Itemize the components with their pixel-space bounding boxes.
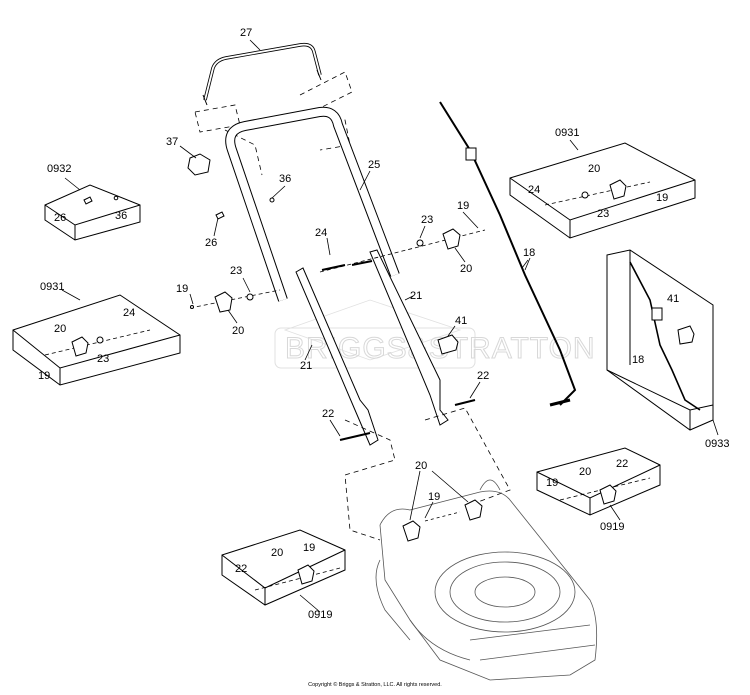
knob-assembly-left (189, 289, 281, 313)
lower-handle-left (295, 267, 379, 446)
label-20-0919-left: 20 (271, 547, 283, 559)
label-21-left: 21 (300, 360, 312, 372)
knob-assembly-right (319, 228, 486, 273)
label-0931-right: 0931 (555, 127, 579, 139)
label-23-0931-right: 23 (597, 208, 609, 220)
label-0933: 0933 (705, 438, 729, 450)
label-20-0931-left: 20 (54, 323, 66, 335)
control-cable (439, 101, 577, 407)
label-22-0919-left: 22 (235, 563, 247, 575)
label-24-0931-right: 24 (528, 184, 540, 196)
label-18: 18 (523, 247, 535, 259)
bolt-22-left (339, 432, 371, 441)
label-19: 19 (176, 283, 188, 295)
label-23-0931-left: 23 (97, 353, 109, 365)
callout-box-0933 (606, 249, 714, 431)
label-26-0932: 26 (54, 212, 66, 224)
main-handle-frame (225, 106, 400, 302)
label-0931-left: 0931 (40, 281, 64, 293)
dashed-outline-deck-right (424, 407, 511, 506)
label-21-right: 21 (410, 290, 422, 302)
bolt-36 (269, 197, 275, 203)
callout-box-0919-right (536, 447, 661, 516)
leader-lines (61, 39, 719, 613)
deck-knobs (402, 499, 483, 542)
dashed-outline-deck-left (344, 419, 396, 541)
label-19-0919-left: 19 (303, 542, 315, 554)
bushing-41 (437, 334, 459, 355)
label-26: 26 (205, 237, 217, 249)
label-22-left: 22 (322, 408, 334, 420)
label-23-right: 23 (421, 214, 433, 226)
lower-handle-right (369, 249, 449, 426)
label-23: 23 (230, 265, 242, 277)
label-0932: 0932 (47, 163, 71, 175)
label-22-0919-right: 22 (616, 458, 628, 470)
label-19-0931-left: 19 (38, 370, 50, 382)
dashed-outline-27-right (299, 71, 353, 113)
label-20-0919-right: 20 (579, 466, 591, 478)
label-19-right: 19 (457, 200, 469, 212)
screw-26 (215, 211, 225, 220)
label-27: 27 (240, 27, 252, 39)
label-0919-left: 0919 (308, 609, 332, 621)
callout-box-0919-left (221, 529, 346, 606)
label-25: 25 (368, 159, 380, 171)
label-22-right: 22 (477, 370, 489, 382)
handle-clip-37 (187, 153, 211, 176)
label-36-0932: 36 (115, 210, 127, 222)
callout-box-0932 (44, 184, 141, 241)
label-41-0933: 41 (667, 293, 679, 305)
label-20: 20 (232, 325, 244, 337)
label-18-0933: 18 (632, 354, 644, 366)
mower-deck (375, 479, 598, 681)
bolt-22-right (454, 399, 476, 406)
label-20-right: 20 (460, 263, 472, 275)
callout-box-0931-right (509, 142, 696, 239)
copyright-notice: Copyright © Briggs & Stratton, LLC. All … (308, 682, 442, 688)
dashed-outline-27-left (194, 104, 241, 133)
label-20-deck: 20 (415, 460, 427, 472)
label-36: 36 (279, 173, 291, 185)
label-41: 41 (455, 315, 467, 327)
label-19-0931-right: 19 (656, 192, 668, 204)
label-37: 37 (166, 136, 178, 148)
label-0919-right: 0919 (600, 521, 624, 533)
label-19-0919-right: 19 (546, 477, 558, 489)
part-number-labels: 27 37 36 25 26 0932 26 36 0931 20 24 23 … (38, 27, 729, 621)
label-20-0931-right: 20 (588, 163, 600, 175)
upper-handle-bar (202, 42, 322, 106)
callout-box-0931-left (12, 294, 181, 386)
label-19-deck: 19 (428, 491, 440, 503)
label-24-0931-left: 24 (123, 307, 135, 319)
label-24: 24 (315, 227, 327, 239)
